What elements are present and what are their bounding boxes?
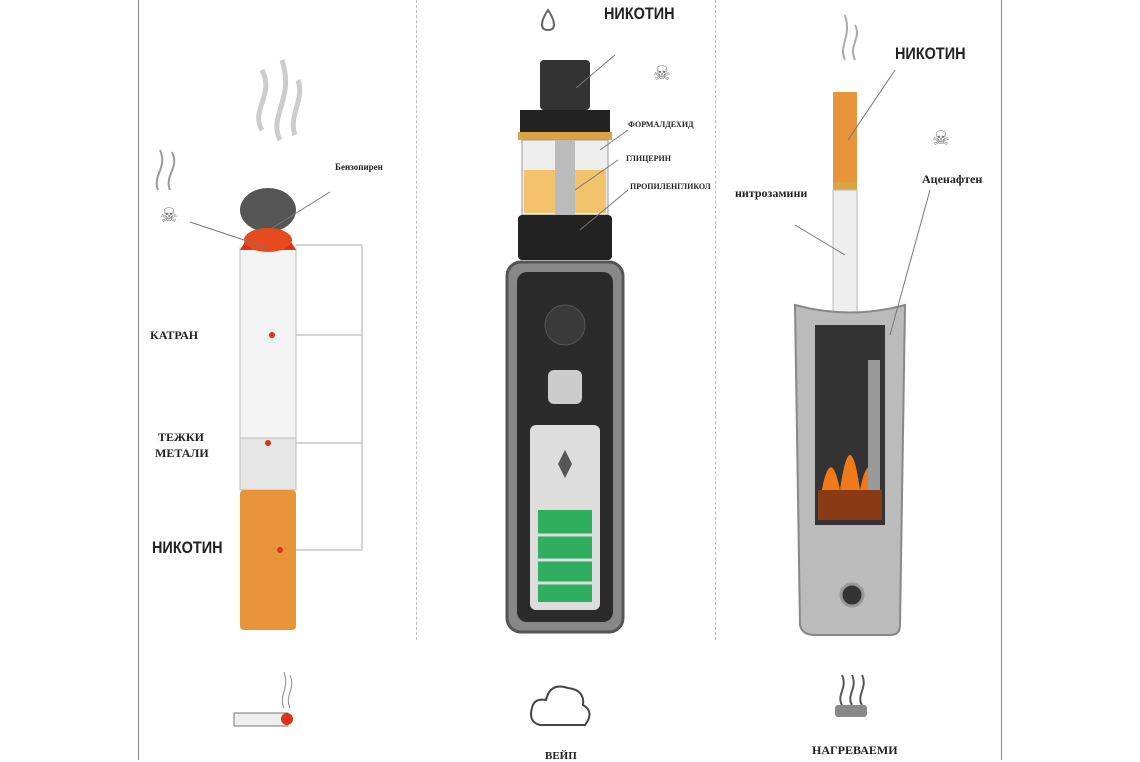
label-glycerin: ГЛИЦЕРИН bbox=[626, 154, 671, 163]
svg-text:☠: ☠ bbox=[653, 63, 671, 85]
svg-text:☠: ☠ bbox=[932, 128, 950, 150]
label-acenaphthene: Аценафтен bbox=[922, 172, 983, 186]
label-tar: КАТРАН bbox=[150, 328, 199, 342]
heated-tobacco-illustration: ☠ bbox=[793, 14, 950, 636]
heat-icon bbox=[835, 674, 867, 717]
label-nicotine: НИКОТИН bbox=[152, 538, 223, 557]
label-nitrosamines: нитрозамини bbox=[735, 186, 808, 200]
svg-text:☠: ☠ bbox=[160, 205, 178, 227]
cigarette-illustration: ☠ bbox=[155, 59, 363, 630]
label-heavy-metals: МЕТАЛИ bbox=[155, 446, 209, 460]
divider bbox=[416, 0, 417, 640]
cigarette-icon bbox=[233, 671, 293, 727]
label-nicotine: НИКОТИН bbox=[604, 4, 675, 23]
label-nicotine: НИКОТИН bbox=[895, 44, 966, 63]
label-formaldehyde: ФОРМАЛДЕХИД bbox=[628, 120, 694, 129]
label-heavy-metals: ТЕЖКИ bbox=[158, 430, 204, 444]
caption-heated: НАГРЕВАЕМИ bbox=[812, 743, 898, 757]
cloud-icon bbox=[530, 685, 591, 726]
divider bbox=[715, 0, 716, 640]
caption-vape: ВЕЙП bbox=[545, 750, 577, 762]
label-benzopyrene: Бензопирен bbox=[335, 162, 383, 172]
vape-illustration: ☠ bbox=[505, 8, 671, 634]
label-propylene-glycol: ПРОПИЛЕНГЛИКОЛ bbox=[630, 182, 711, 191]
